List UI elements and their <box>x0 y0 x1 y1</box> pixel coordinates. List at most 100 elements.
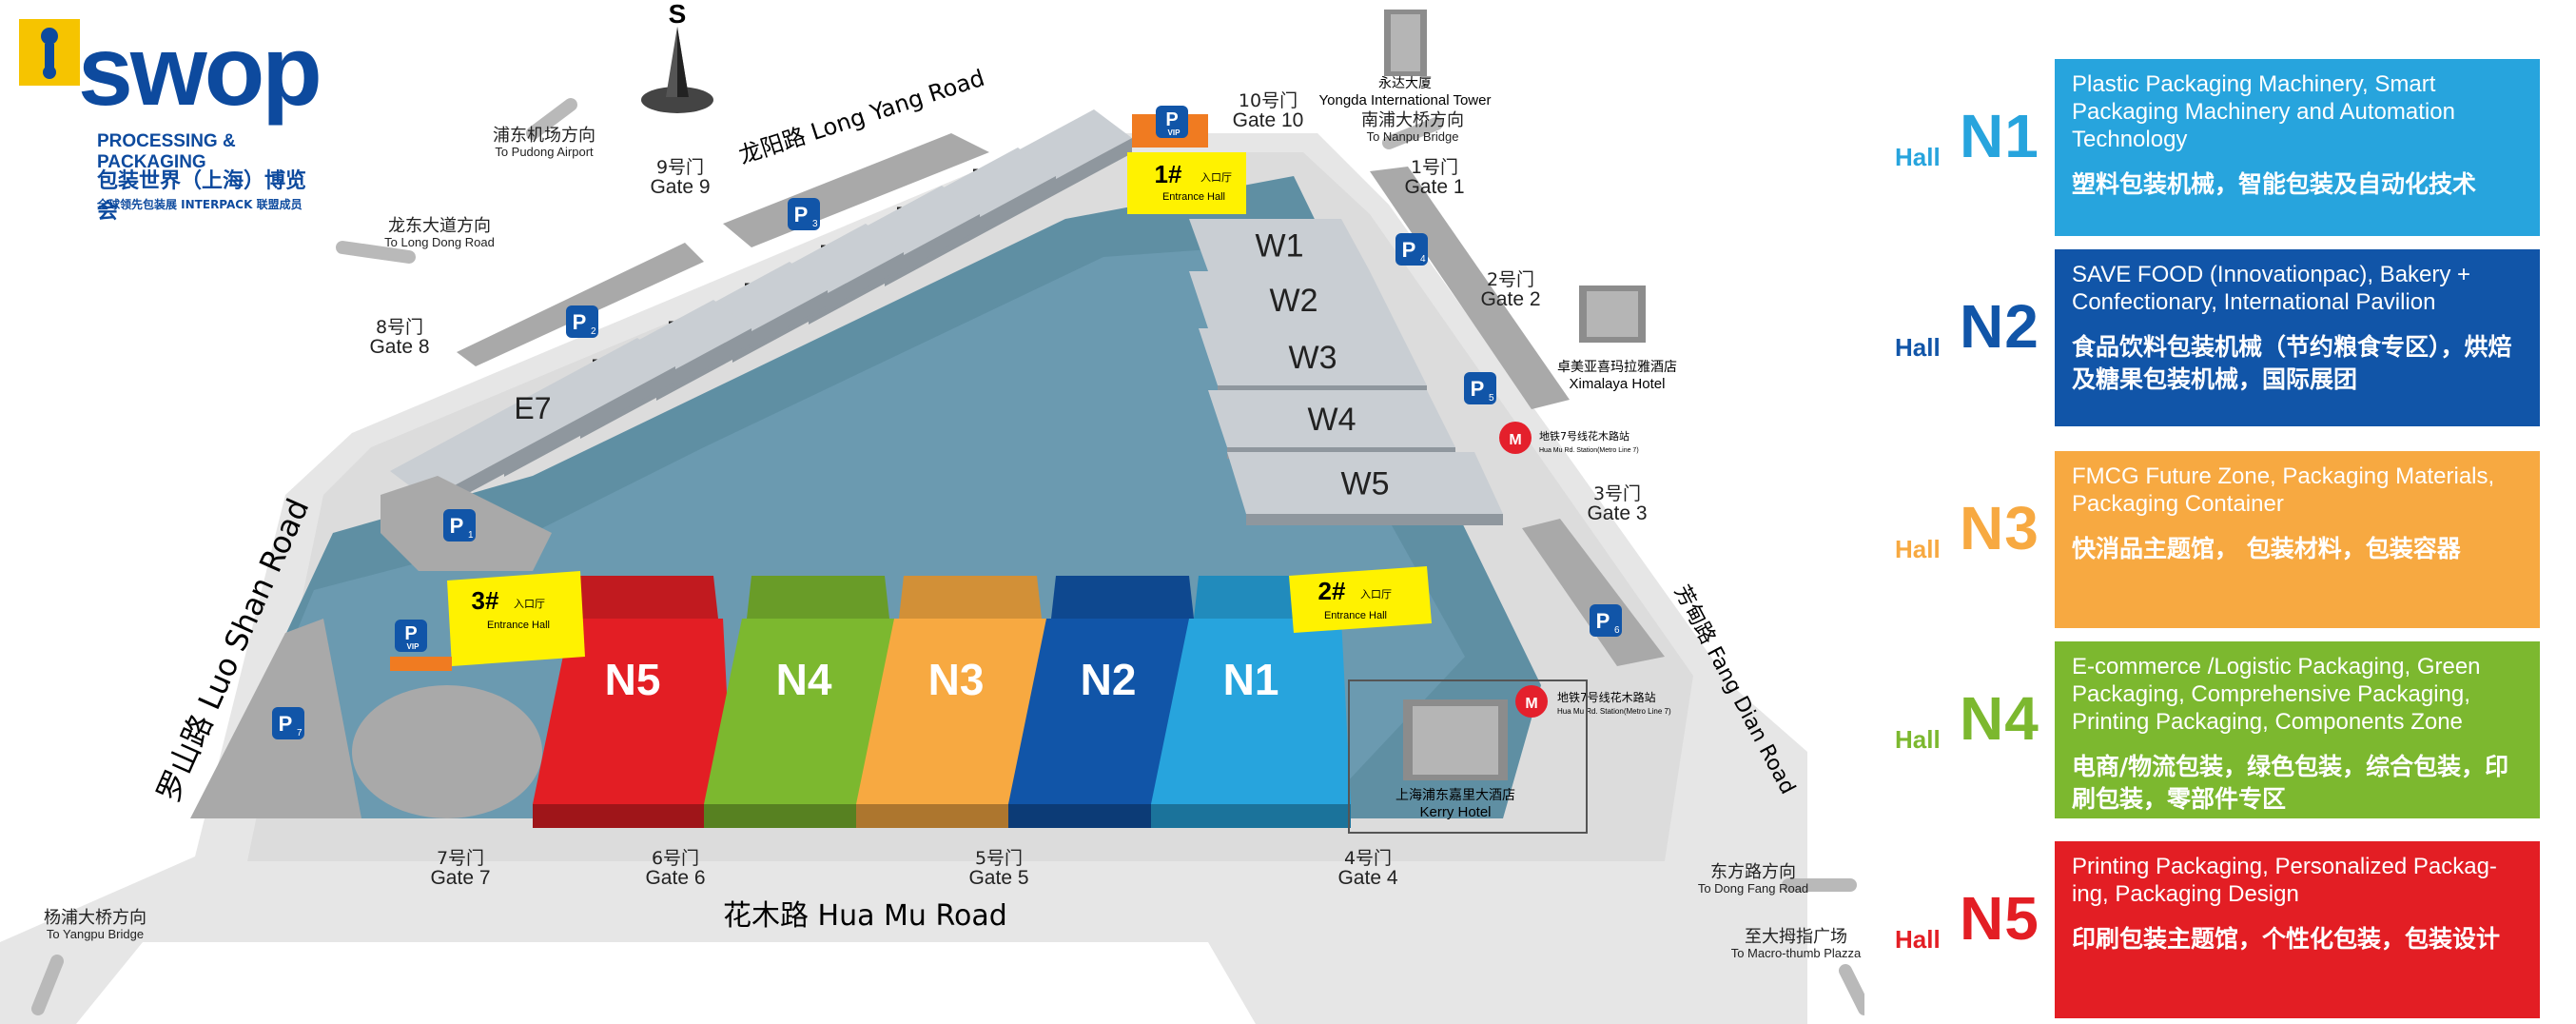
logo-chinese-name: 包装世界（上海）博览会 <box>97 169 307 224</box>
legend-hall-tag: Hall N1 <box>1874 59 2055 236</box>
legend-en-text: Plastic Packaging Machinery, Smart Packa… <box>2072 71 2455 152</box>
gate-cn: 1号门 <box>1411 157 1458 178</box>
hall-n4: N4 <box>704 576 904 828</box>
hall-label-n4: N4 <box>776 655 832 704</box>
legend-cn-text: 食品饮料包装机械（节约粮食专区），烘焙及糖果包装机械，国际展团 <box>2072 333 2512 393</box>
entrance-hall-1-num: 1# <box>1155 160 1182 188</box>
compass-label: S <box>669 0 687 29</box>
legend-en-text: Printing Packaging, Personalized Packag-… <box>2072 854 2497 907</box>
hall-w5: W5 <box>1227 452 1503 525</box>
gate-en: Gate 3 <box>1587 502 1647 524</box>
hall-label-w4: W4 <box>1308 402 1356 438</box>
metro-icon: M <box>1525 696 1537 712</box>
parking-number: 6 <box>1614 625 1620 636</box>
legend-hall-word: Hall <box>1895 725 1941 754</box>
gate-en: Gate 9 <box>650 176 710 198</box>
direction-cn: 浦东机场方向 <box>493 126 595 146</box>
legend-description-box: E-commerce /Logistic Packaging, Green Pa… <box>2055 641 2540 818</box>
legend-hall-word: Hall <box>1895 333 1941 362</box>
legend-en-text: FMCG Future Zone, Packaging Materials, P… <box>2072 463 2495 517</box>
parking-number: 4 <box>1420 254 1426 265</box>
hall-label-n1: N1 <box>1223 655 1279 704</box>
gate-cn: 5号门 <box>975 848 1023 869</box>
parking-icon: P <box>1402 238 1416 262</box>
entrance-hall-1-cn: 入口厅 <box>1200 171 1232 184</box>
hall-n3: N3 <box>856 576 1056 828</box>
legend-description-box: FMCG Future Zone, Packaging Materials, P… <box>2055 451 2540 628</box>
parking-icon: P <box>450 514 464 538</box>
legend-cn-text: 印刷包装主题馆，个性化包装，包装设计 <box>2072 925 2501 953</box>
legend-description-box: Printing Packaging, Personalized Packag-… <box>2055 841 2540 1018</box>
metro-2-en: Hua Mu Rd. Station(Metro Line 7) <box>1557 707 1671 716</box>
entrance-hall-2-cn: 入口厅 <box>1360 588 1392 601</box>
gate-cn: 10号门 <box>1239 90 1298 111</box>
road-hua-mu: 花木路 Hua Mu Road <box>723 899 1007 933</box>
gate-cn: 9号门 <box>656 157 704 178</box>
legend-cn-text: 塑料包装机械，智能包装及自动化技术 <box>2072 170 2477 198</box>
parking-number: 7 <box>297 728 302 738</box>
gate-cn: 4号门 <box>1344 848 1392 869</box>
legend-hall-name: N3 <box>1960 494 2039 562</box>
hall-label-w1: W1 <box>1256 228 1304 265</box>
hotel-yongda-cn: 永达大厦 <box>1378 76 1432 91</box>
direction-en: To Nanpu Bridge <box>1367 129 1459 144</box>
direction-cn: 至大拇指广场 <box>1745 927 1847 947</box>
metro-marker-2: M 地铁7号线花木路站 Hua Mu Rd. Station(Metro Lin… <box>1515 685 1671 718</box>
hall-n5: N5 <box>533 576 732 828</box>
gate-cn: 6号门 <box>652 848 699 869</box>
metro-1-cn: 地铁7号线花木路站 <box>1539 429 1630 443</box>
hotel-ximalaya-en: Ximalaya Hotel <box>1570 376 1666 392</box>
direction-cn: 东方路方向 <box>1710 862 1796 882</box>
east-halls-group: E1E2E3E4E5E6E7 <box>390 109 1132 515</box>
entrance-hall-1-en: Entrance Hall <box>1162 191 1225 203</box>
hall-w3: W3 <box>1199 328 1427 397</box>
gate-cn: 8号门 <box>376 317 423 338</box>
hall-label-w3: W3 <box>1289 340 1337 376</box>
parking-icon: P <box>1165 109 1178 130</box>
hotel-yongda-en: Yongda International Tower <box>1319 92 1492 108</box>
legend-row-n1: Hall N1 Plastic Packaging Machinery, Smart… <box>1874 59 2540 236</box>
legend-en-text: E-commerce /Logistic Packaging, Green Pa… <box>2072 654 2481 735</box>
direction-en: To Long Dong Road <box>384 235 495 249</box>
gate-en: Gate 4 <box>1337 867 1397 889</box>
legend-hall-name: N1 <box>1960 102 2039 170</box>
parking-lot-6 <box>1522 519 1665 666</box>
legend-hall-word: Hall <box>1895 535 1941 563</box>
parking-number: 1 <box>468 530 474 541</box>
direction-en: To Yangpu Bridge <box>47 927 144 941</box>
parking-icon: P <box>279 712 293 736</box>
direction-cn: 南浦大桥方向 <box>1361 110 1464 130</box>
entrance-hall-3-cn: 入口厅 <box>514 598 545 610</box>
entrance-hall-2-en: Entrance Hall <box>1324 610 1387 621</box>
gate-en: Gate 6 <box>645 867 705 889</box>
gate-en: Gate 7 <box>430 867 490 889</box>
legend-hall-word: Hall <box>1895 143 1941 171</box>
logo-member-line: 全球领先包装展 INTERPACK 联盟成员 <box>97 198 302 211</box>
direction-cn: 龙东大道方向 <box>388 216 491 236</box>
legend-cn-text: 快消品主题馆， 包装材料，包装容器 <box>2072 535 2461 562</box>
entrance-hall-3-en: Entrance Hall <box>487 620 550 631</box>
direction-en: To Pudong Airport <box>495 145 594 159</box>
